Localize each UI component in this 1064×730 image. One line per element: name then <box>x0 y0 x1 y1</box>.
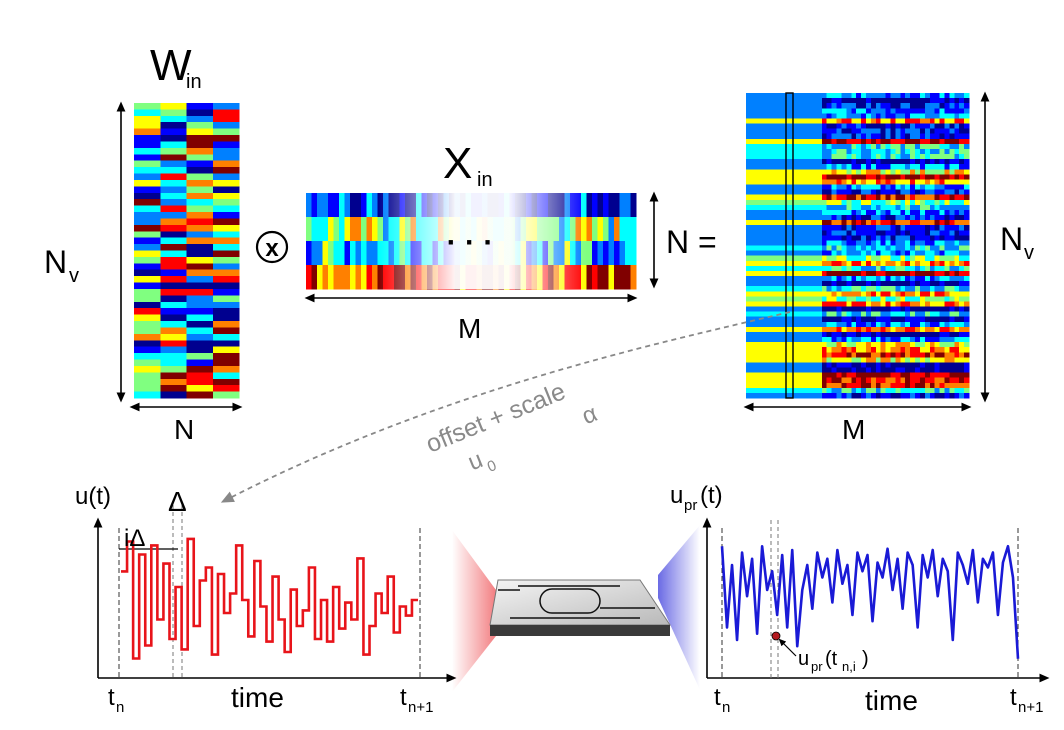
svg-text:t: t <box>108 684 115 711</box>
svg-text:pr: pr <box>811 659 823 674</box>
output-plot <box>702 517 1050 683</box>
input-beam <box>452 530 496 692</box>
svg-text:u: u <box>798 648 809 670</box>
svg-text:offset + scale: offset + scale <box>422 377 569 458</box>
equals-sign: = <box>698 224 717 260</box>
photonic-chip-icon <box>489 579 671 636</box>
x-in-rows-label: N <box>666 224 689 260</box>
output-x-label: time <box>865 685 918 716</box>
svg-text:v: v <box>69 265 79 287</box>
svg-text:(t: (t <box>825 648 838 670</box>
svg-text:): ) <box>862 648 869 670</box>
svg-text:n+1: n+1 <box>1018 699 1043 716</box>
svg-text:(t): (t) <box>700 482 723 509</box>
svg-text:X: X <box>443 139 472 188</box>
w-in-rows-label: N v <box>44 244 79 287</box>
w-in-heatmap <box>134 103 240 399</box>
w-in-title: W in <box>150 41 202 93</box>
input-y-label: u(t) <box>75 483 111 510</box>
result-rows-label: N v <box>1000 221 1034 264</box>
svg-text:in: in <box>477 169 493 191</box>
svg-text:n: n <box>116 699 124 716</box>
svg-text:n,i: n,i <box>842 659 856 674</box>
delta-label: Δ <box>168 486 187 517</box>
svg-text:N: N <box>1000 221 1023 257</box>
input-tick-tn: t n <box>108 684 124 716</box>
svg-text:pr: pr <box>684 497 697 514</box>
svg-text:v: v <box>1024 242 1034 264</box>
output-beam <box>658 525 700 690</box>
svg-text:u: u <box>670 482 683 509</box>
w-in-cols-label: N <box>174 414 194 445</box>
svg-text:n+1: n+1 <box>408 699 433 716</box>
mapping-arrow <box>220 311 791 503</box>
output-signal-trace <box>720 544 1020 659</box>
x-in-cols-label: M <box>458 313 481 344</box>
selected-column-box <box>785 92 794 399</box>
input-x-label: time <box>231 682 284 713</box>
sample-point-label: u pr (t n,i ) <box>798 648 869 674</box>
svg-text:t: t <box>714 684 721 711</box>
result-cols-label: M <box>842 414 865 445</box>
svg-text:x: x <box>265 235 279 262</box>
svg-text:in: in <box>186 71 202 93</box>
output-tick-tn1: t n+1 <box>1010 684 1043 716</box>
x-in-ellipsis: · · · <box>447 226 494 259</box>
i-delta-label: iΔ <box>124 525 145 552</box>
x-in-fade <box>306 193 636 289</box>
input-plot <box>93 505 457 683</box>
svg-text:n: n <box>722 699 730 716</box>
input-tick-tn1: t n+1 <box>400 684 433 716</box>
sample-point-marker <box>771 631 781 641</box>
result-heatmap <box>746 93 970 399</box>
svg-text:t: t <box>400 684 407 711</box>
svg-text:u: u <box>464 446 487 476</box>
output-tick-tn: t n <box>714 684 730 716</box>
offset-scale-label: offset + scale u 0 α <box>422 377 601 476</box>
svg-text:α: α <box>578 400 601 430</box>
input-signal-trace <box>121 537 418 660</box>
output-y-label: u pr (t) <box>670 482 723 514</box>
svg-text:N: N <box>44 244 67 280</box>
tensor-product-icon: x <box>255 230 289 264</box>
svg-text:W: W <box>150 41 192 90</box>
x-in-title: X in <box>443 139 493 191</box>
svg-text:0: 0 <box>485 457 499 476</box>
svg-text:t: t <box>1010 684 1017 711</box>
